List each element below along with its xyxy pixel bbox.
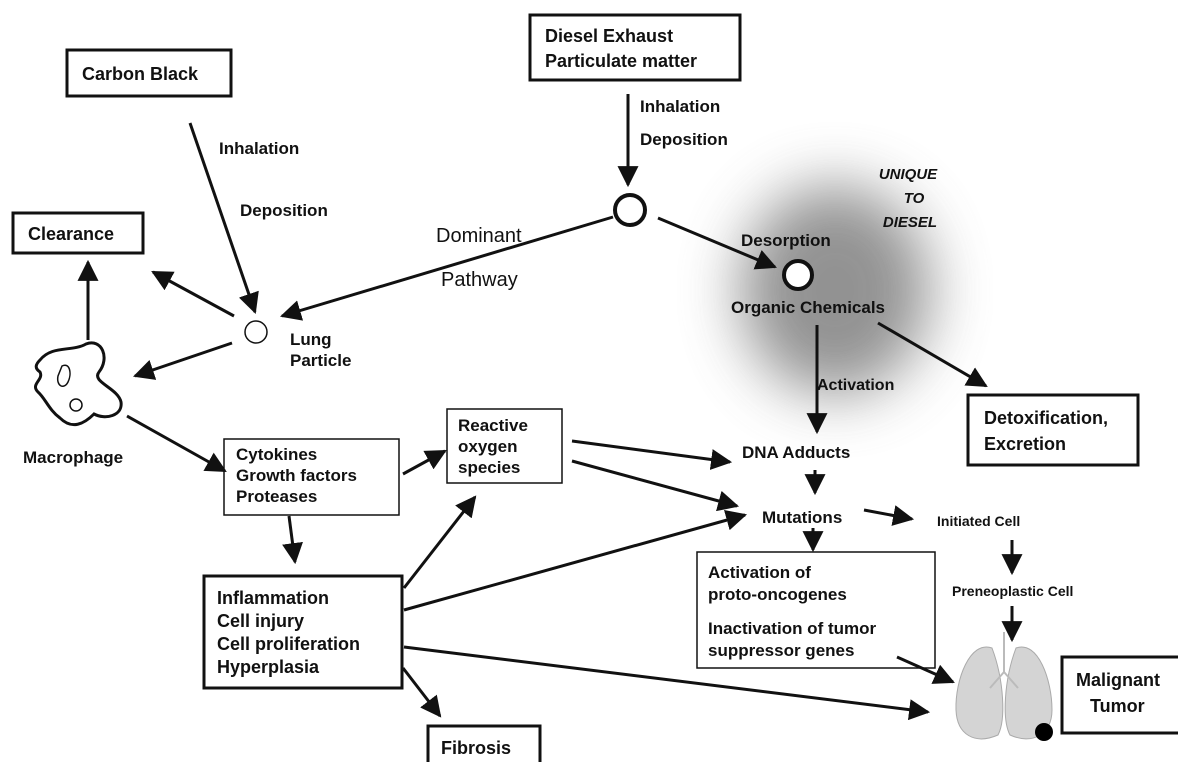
mutations-label: Mutations <box>762 508 842 527</box>
ros-line1: Reactive <box>458 416 528 435</box>
diesel-exhaust-box: Diesel Exhaust Particulate matter <box>528 13 742 82</box>
cytokines-box: Cytokines Growth factors Proteases <box>223 438 400 516</box>
macrophage-label: Macrophage <box>23 448 123 467</box>
lung-particle-line2: Particle <box>290 351 351 370</box>
desorption-label: Desorption <box>741 231 831 250</box>
diesel-exhaust-line1: Diesel Exhaust <box>545 26 673 46</box>
unique-line2: TO <box>904 190 925 207</box>
unique-line1: UNIQUE <box>879 166 938 183</box>
diesel-particle <box>613 193 647 227</box>
unique-line3: DIESEL <box>883 214 937 231</box>
cytokines-line3: Proteases <box>236 487 317 506</box>
deposition-label-diesel: Deposition <box>640 130 728 149</box>
ros-line3: species <box>458 458 520 477</box>
fibrosis-label: Fibrosis <box>441 738 511 758</box>
lung-particle <box>244 320 268 344</box>
malignant-line2: Tumor <box>1090 696 1145 716</box>
arrows <box>77 94 1023 721</box>
inflammation-line4: Hyperplasia <box>217 657 320 677</box>
macrophage-cell <box>34 341 123 427</box>
dominant-label: Dominant <box>436 225 522 247</box>
lung-particle-line1: Lung <box>290 330 332 349</box>
pathway-label: Pathway <box>441 269 518 291</box>
clearance-box: Clearance <box>11 211 145 255</box>
dna-adducts-label: DNA Adducts <box>742 443 850 462</box>
inflammation-box: Inflammation Cell injury Cell proliferat… <box>202 574 404 690</box>
cytokines-line1: Cytokines <box>236 445 317 464</box>
desorbed-particle <box>782 259 814 291</box>
cytokines-line2: Growth factors <box>236 466 357 485</box>
oncogenes-line1: Activation of <box>708 563 811 582</box>
deposition-label-carbon: Deposition <box>240 201 328 220</box>
clearance-label: Clearance <box>28 224 114 244</box>
oncogenes-line2: proto-oncogenes <box>708 585 847 604</box>
ros-line2: oxygen <box>458 437 518 456</box>
ros-box: Reactive oxygen species <box>446 408 563 484</box>
lungs-icon <box>955 632 1053 741</box>
inflammation-line1: Inflammation <box>217 588 329 608</box>
oncogenes-box: Activation of proto-oncogenes Inactivati… <box>696 551 936 669</box>
malignant-tumor-box: Malignant Tumor <box>1060 655 1178 735</box>
fibrosis-box: Fibrosis <box>426 724 542 762</box>
inhalation-label-diesel: Inhalation <box>640 97 720 116</box>
detoxification-box: Detoxification, Excretion <box>966 393 1140 467</box>
diesel-haze <box>740 185 930 395</box>
detox-line2: Excretion <box>984 434 1066 454</box>
carbon-black-label: Carbon Black <box>82 64 199 84</box>
inhalation-label-carbon: Inhalation <box>219 139 299 158</box>
organic-chemicals-label: Organic Chemicals <box>731 298 885 317</box>
oncogenes-line4: suppressor genes <box>708 641 854 660</box>
diesel-exhaust-line2: Particulate matter <box>545 51 697 71</box>
inflammation-line2: Cell injury <box>217 611 304 631</box>
activation-label: Activation <box>817 377 894 394</box>
inflammation-line3: Cell proliferation <box>217 634 360 654</box>
initiated-cell-label: Initiated Cell <box>937 513 1020 529</box>
preneoplastic-cell-label: Preneoplastic Cell <box>952 583 1073 599</box>
detox-line1: Detoxification, <box>984 408 1108 428</box>
carbon-black-box: Carbon Black <box>65 48 233 98</box>
oncogenes-line3: Inactivation of tumor <box>708 619 877 638</box>
tumor-spot <box>1035 723 1053 741</box>
malignant-line1: Malignant <box>1076 670 1160 690</box>
